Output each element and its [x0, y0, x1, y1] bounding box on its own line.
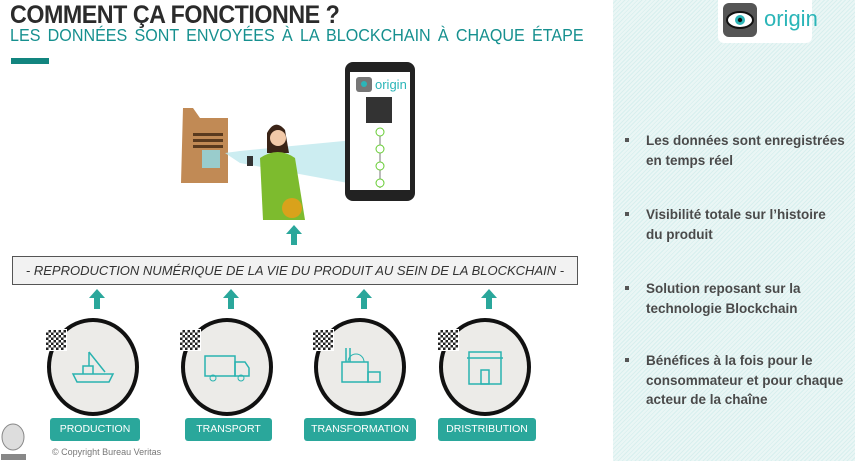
arrow-up-icon: [286, 225, 302, 245]
logo-text: origin: [764, 6, 818, 31]
arrow-up-icon: [481, 289, 497, 309]
bureau-veritas-seal: [1, 423, 26, 460]
origin-logo: origin: [718, 0, 818, 43]
scan-beam: [225, 138, 375, 188]
product-bag-icon: [181, 108, 228, 183]
store-icon: [467, 351, 503, 385]
phone-app-name: origin: [375, 77, 407, 92]
arrow-up-icon: [223, 289, 239, 309]
blockchain-banner: - REPRODUCTION NUMÉRIQUE DE LA VIE DU PR…: [12, 256, 578, 285]
bullet-item: Bénéfices à la fois pour le consommateur…: [625, 351, 845, 410]
stage-label: TRANSPORT: [185, 418, 272, 441]
consumer-scan-illustration: origin: [181, 62, 415, 220]
stage-label: PRODUCTION: [50, 418, 140, 441]
eye-icon: [723, 3, 757, 37]
page-title: COMMENT ÇA FONCTIONNE ?: [10, 1, 340, 29]
page-subtitle: LES DONNÉES SONT ENVOYÉES À LA BLOCKCHAI…: [10, 25, 584, 45]
bullet-item: Solution reposant sur la technologie Blo…: [625, 279, 845, 318]
copyright: © Copyright Bureau Veritas: [52, 447, 162, 457]
phone-icon: origin: [345, 62, 415, 201]
qr-code-icon: [45, 329, 67, 351]
bullet-item: Les données sont enregistrées en temps r…: [625, 131, 845, 170]
woman-icon: [247, 124, 305, 220]
qr-code-icon: [437, 329, 459, 351]
arrow-up-icon: [356, 289, 372, 309]
qr-code-icon: [179, 329, 201, 351]
stage-label: DRISTRIBUTION: [438, 418, 536, 441]
factory-icon: [341, 348, 381, 383]
accent-bar: [11, 58, 49, 64]
qr-code-icon: [312, 329, 334, 351]
stage-label: TRANSFORMATION: [304, 418, 416, 441]
truck-icon: [204, 355, 250, 382]
arrow-up-icon: [89, 289, 105, 309]
bullet-item: Visibilité totale sur l’histoire du prod…: [625, 205, 845, 244]
fishing-boat-icon: [71, 351, 115, 383]
side-panel: [613, 0, 855, 461]
